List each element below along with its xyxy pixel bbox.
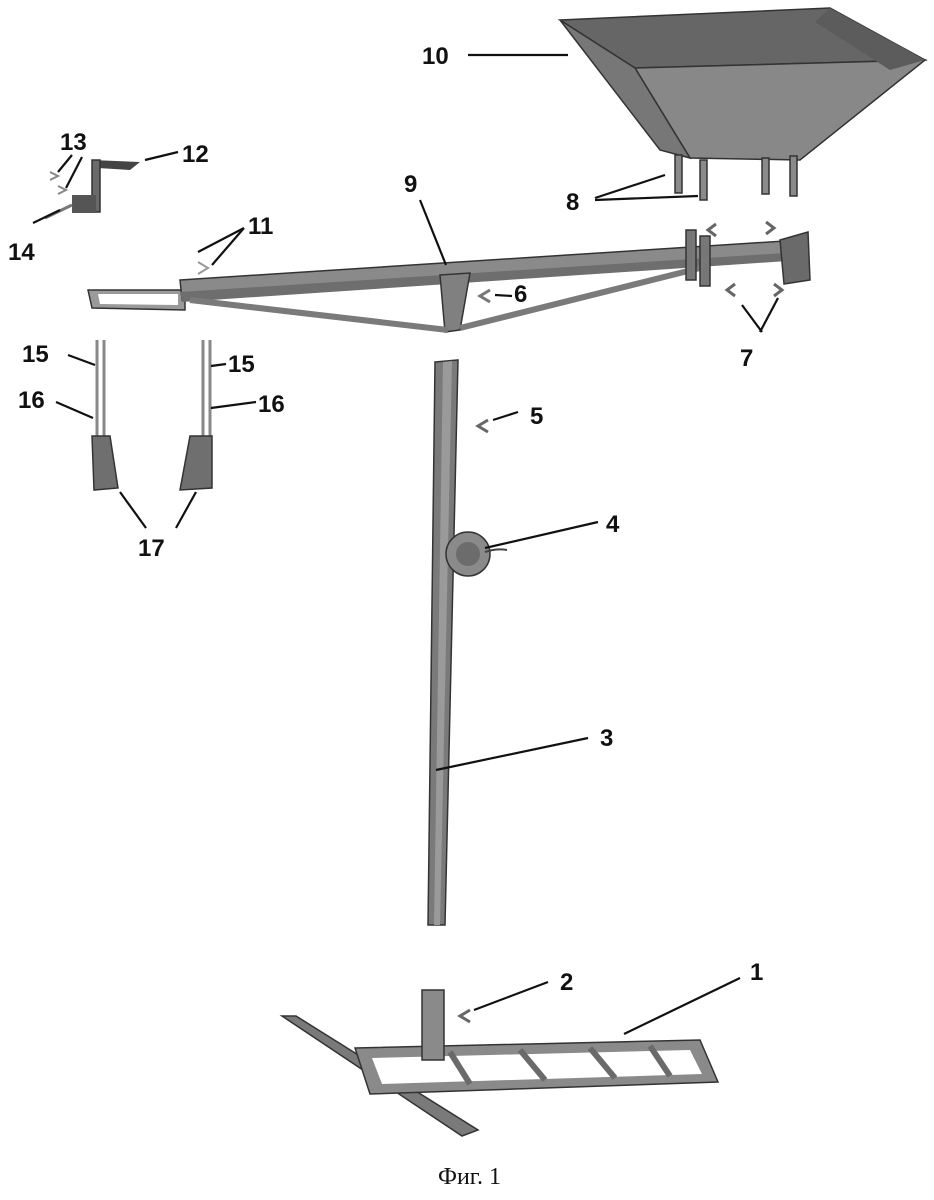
label-6: 6	[514, 281, 527, 308]
label-1: 1	[750, 959, 763, 986]
label-2: 2	[560, 969, 573, 996]
part-labels: 10 8 9 12 13 14 11 6 7 15 15 16 16 17 5 …	[8, 43, 763, 996]
label-17: 17	[138, 535, 165, 562]
label-15-right: 15	[228, 351, 255, 378]
figure-caption: Фиг. 1	[438, 1164, 501, 1190]
grip-left	[91, 340, 119, 491]
label-16-left: 16	[18, 387, 45, 414]
label-12: 12	[182, 141, 209, 168]
winch	[445, 531, 508, 577]
label-4: 4	[606, 511, 620, 538]
label-10: 10	[422, 43, 449, 70]
label-5: 5	[530, 403, 543, 430]
label-13: 13	[60, 129, 87, 156]
base-frame	[279, 989, 720, 1137]
label-3: 3	[600, 725, 613, 752]
vertical-column	[427, 359, 459, 926]
label-15-left: 15	[22, 341, 49, 368]
label-8: 8	[566, 189, 579, 216]
label-7: 7	[740, 345, 753, 372]
label-9: 9	[404, 171, 417, 198]
label-14: 14	[8, 239, 35, 266]
clips	[197, 220, 785, 304]
label-11: 11	[248, 213, 273, 240]
label-16-right: 16	[258, 391, 285, 418]
boom-beam	[87, 229, 811, 333]
leader-lines	[32, 53, 779, 1035]
bracket-part	[44, 159, 140, 220]
hopper	[557, 7, 928, 161]
hopper-legs	[674, 154, 798, 201]
grip-right	[179, 340, 213, 491]
column-clip	[475, 418, 489, 434]
